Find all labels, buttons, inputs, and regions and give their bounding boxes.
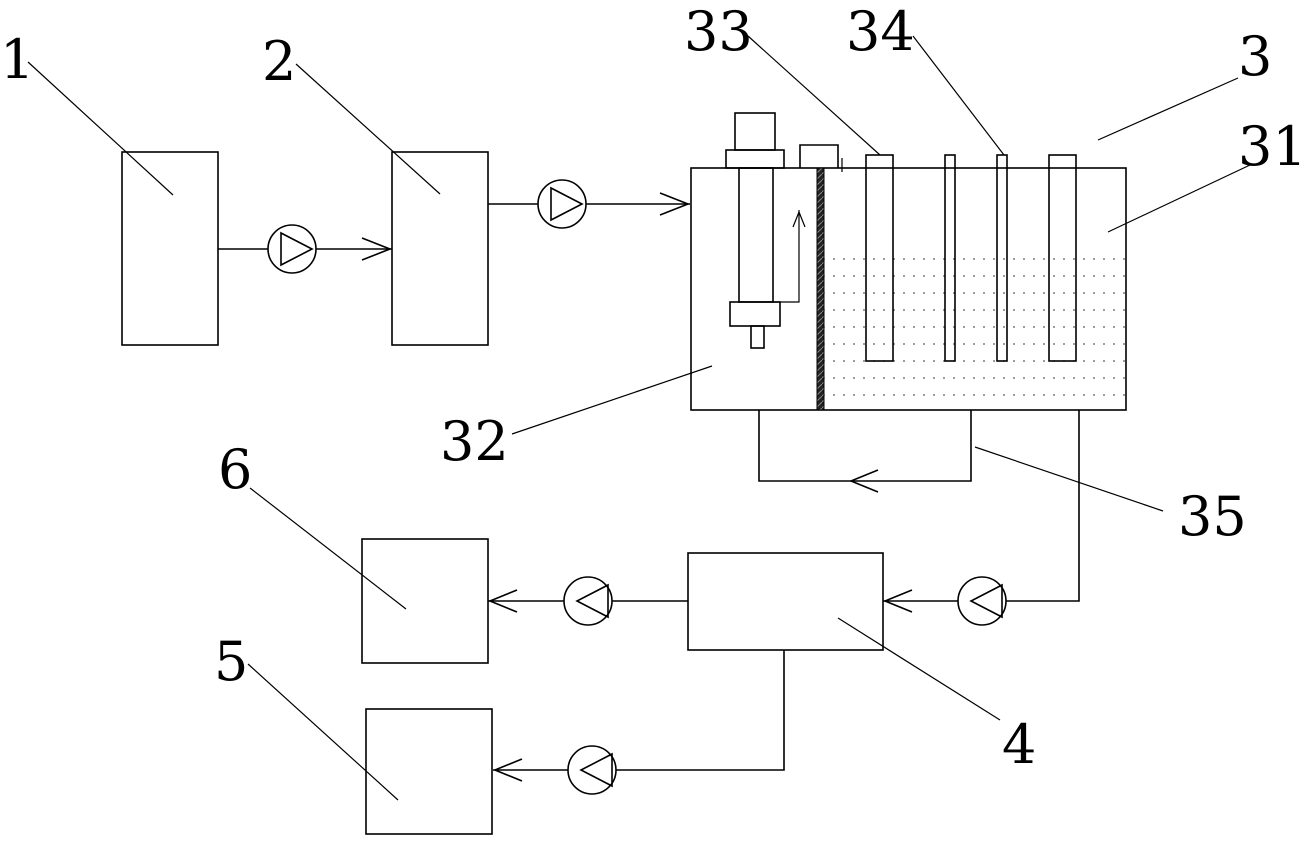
electrode-34 [996,154,1008,362]
label-32: 32 [440,410,509,473]
pipe-3-to-4 [882,410,1080,613]
electrode [1048,154,1077,362]
pump-icon [957,576,1007,626]
label-6: 6 [218,438,252,501]
label-1: 1 [0,28,34,91]
pipe-1-to-2 [218,237,393,261]
unit-4-box [687,552,884,651]
pipe-4-to-6 [487,589,688,613]
label-33: 33 [684,0,753,63]
unit-1-box [121,151,219,346]
liquid-fill [824,258,1126,408]
label-35: 35 [1178,485,1247,548]
pump-icon [267,224,317,274]
label-3: 3 [1238,25,1272,88]
unit-6-box [361,538,489,664]
motor-assembly [725,112,843,349]
unit-2-box [391,151,489,346]
leader-lines [27,35,1251,801]
label-2: 2 [262,30,296,93]
pipe-4-to-5 [492,650,785,782]
label-5: 5 [214,630,248,693]
pump-icon [567,745,617,795]
label-31: 31 [1238,115,1306,178]
partition-wall [816,167,825,411]
electrode [944,154,956,362]
pump-icon [563,576,613,626]
pipe-2-to-3 [488,192,691,216]
unit-5-box [365,708,493,835]
recirculation-loop-35 [758,410,972,493]
label-34: 34 [846,0,915,63]
pump-icon [537,179,587,229]
reactor-tank-3 [690,112,1127,411]
label-4: 4 [1002,713,1036,776]
